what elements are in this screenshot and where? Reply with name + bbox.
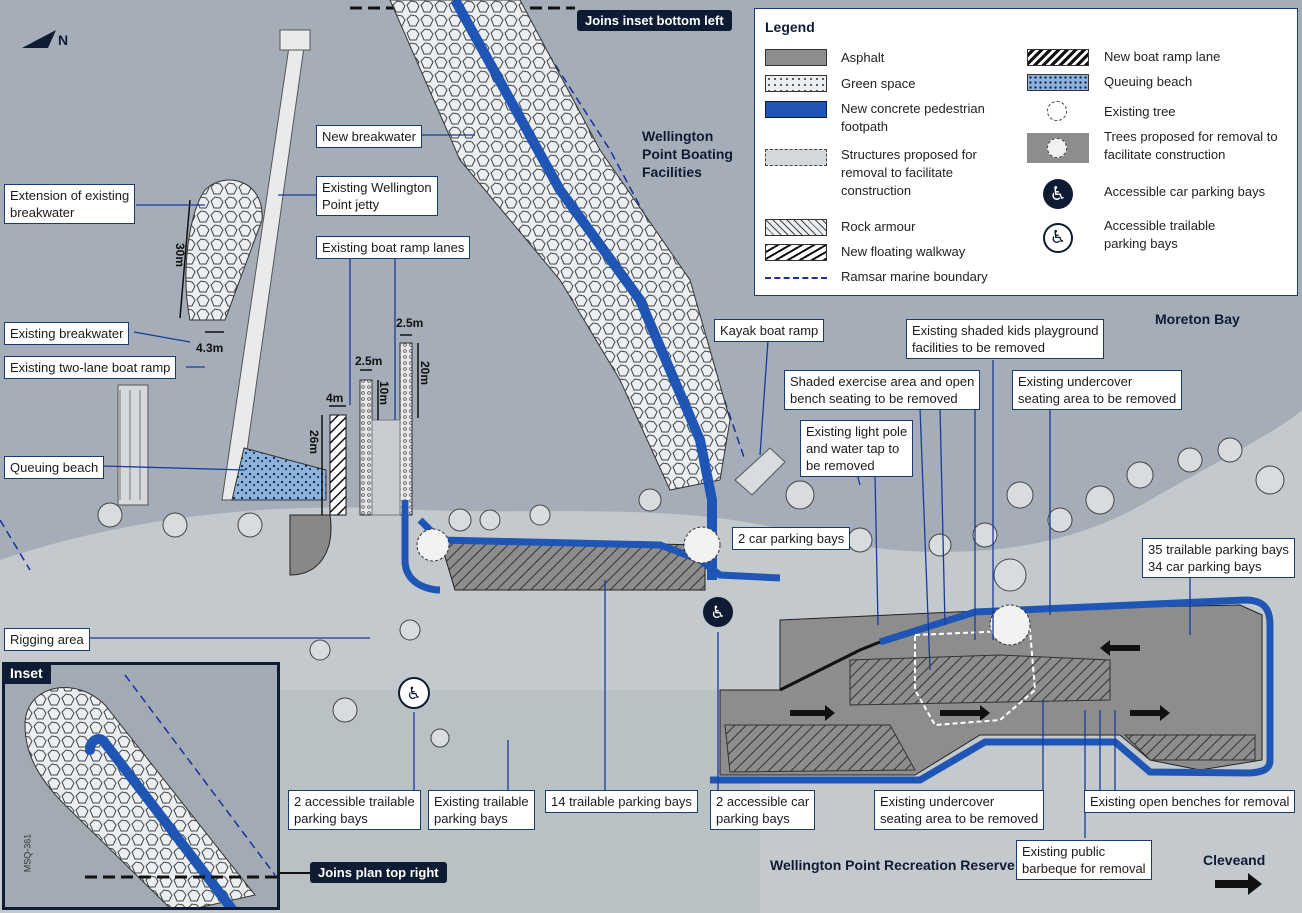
legend-swatch-green bbox=[765, 75, 827, 92]
callout-two-car-bays: 2 car parking bays bbox=[732, 527, 851, 550]
dim-4m: 4m bbox=[326, 391, 344, 405]
legend-walkway: New floating walkway bbox=[841, 244, 966, 259]
callout-kayak-ramp: Kayak boat ramp bbox=[714, 319, 825, 342]
callout-extension-breakwater: Extension of existing breakwater bbox=[4, 184, 136, 224]
boating-facilities-label: Wellington Point Boating Facilities bbox=[642, 128, 733, 180]
legend-accessible-car: Accessible car parking bays bbox=[1104, 184, 1266, 199]
legend-tree: Existing tree bbox=[1104, 104, 1176, 119]
callout-new-breakwater: New breakwater bbox=[316, 125, 422, 148]
inset-panel bbox=[2, 662, 280, 910]
callout-undercover-bottom: Existing undercover seating area to be r… bbox=[874, 790, 1045, 830]
dim-26m: 26m bbox=[307, 429, 322, 455]
callout-undercover-top: Existing undercover seating area to be r… bbox=[1012, 370, 1183, 410]
legend-accessible-trailable: Accessible trailable parking bays bbox=[1104, 218, 1216, 251]
recreation-reserve-label: Wellington Point Recreation Reserve bbox=[770, 857, 1015, 873]
inset-map bbox=[5, 665, 277, 907]
dim-2-5m-a: 2.5m bbox=[355, 354, 383, 368]
legend-ramsar: Ramsar marine boundary bbox=[841, 269, 988, 284]
legend-swatch-ramp-lane bbox=[1027, 49, 1089, 66]
callout-existing-jetty: Existing Wellington Point jetty bbox=[316, 176, 438, 216]
inset-label: Inset bbox=[2, 662, 51, 684]
legend-tree-removal-icon bbox=[1047, 138, 1067, 158]
legend-structures: Structures proposed for removal to facil… bbox=[841, 147, 977, 198]
legend-existing-tree-icon bbox=[1047, 101, 1067, 121]
joins-plan-arrow bbox=[280, 872, 310, 874]
legend-tree-removal: Trees proposed for removal to facilitate… bbox=[1104, 129, 1278, 162]
svg-text:♿: ♿ bbox=[710, 603, 725, 623]
callout-kids-playground: Existing shaded kids playground faciliti… bbox=[906, 319, 1105, 359]
legend-panel: Legend Asphalt Green space New concrete … bbox=[754, 8, 1298, 296]
joins-inset-label: Joins inset bottom left bbox=[577, 10, 732, 31]
legend-accessible-trailable-icon: ♿ bbox=[1043, 223, 1073, 253]
callout-14-trailable: 14 trailable parking bays bbox=[545, 790, 698, 813]
callout-existing-trailable: Existing trailable parking bays bbox=[428, 790, 535, 830]
svg-text:♿: ♿ bbox=[406, 684, 421, 704]
callout-barbeque: Existing public barbeque for removal bbox=[1016, 840, 1152, 880]
joins-plan-label: Joins plan top right bbox=[310, 862, 447, 883]
cleveland-label: Cleveand bbox=[1203, 852, 1266, 868]
callout-rigging-area: Rigging area bbox=[4, 628, 90, 651]
legend-accessible-car-icon: ♿ bbox=[1043, 179, 1073, 209]
legend-swatch-asphalt bbox=[765, 49, 827, 66]
legend-footpath: New concrete pedestrian footpath bbox=[841, 101, 985, 134]
dim-2-5m-b: 2.5m bbox=[396, 316, 424, 330]
callout-35-trailable: 35 trailable parking bays 34 car parking… bbox=[1142, 538, 1295, 578]
legend-swatch-ramsar bbox=[765, 277, 827, 279]
legend-rock: Rock armour bbox=[841, 219, 916, 234]
legend-swatch-footpath bbox=[765, 101, 827, 118]
inset-code: MSQ-361 bbox=[22, 833, 33, 873]
legend-queuing: Queuing beach bbox=[1104, 74, 1193, 89]
legend-swatch-structures bbox=[765, 149, 827, 166]
callout-accessible-trailable: 2 accessible trailable parking bays bbox=[288, 790, 421, 830]
legend-swatch-rock bbox=[765, 219, 827, 236]
dim-20m: 20m bbox=[418, 360, 433, 386]
north-label: N bbox=[58, 32, 69, 48]
callout-queuing-beach: Queuing beach bbox=[4, 456, 105, 479]
legend-green: Green space bbox=[841, 76, 916, 91]
dim-4-3m: 4.3m bbox=[196, 341, 224, 355]
legend-asphalt: Asphalt bbox=[841, 50, 885, 65]
callout-open-benches: Existing open benches for removal bbox=[1084, 790, 1296, 813]
legend-title: Legend bbox=[765, 19, 815, 35]
dim-10m: 10m bbox=[377, 380, 392, 406]
callout-existing-breakwater: Existing breakwater bbox=[4, 322, 130, 345]
callout-exercise-area: Shaded exercise area and open bench seat… bbox=[784, 370, 981, 410]
legend-ramp-lane: New boat ramp lane bbox=[1104, 49, 1221, 64]
callout-accessible-car: 2 accessible car parking bays bbox=[710, 790, 816, 830]
dim-30m: 30m bbox=[173, 242, 188, 268]
callout-light-pole: Existing light pole and water tap to be … bbox=[800, 420, 914, 477]
legend-swatch-queuing bbox=[1027, 74, 1089, 91]
callout-two-lane-ramp: Existing two-lane boat ramp bbox=[4, 356, 177, 379]
moreton-bay-label: Moreton Bay bbox=[1155, 311, 1240, 327]
legend-swatch-walkway bbox=[765, 244, 827, 261]
callout-existing-ramp-lanes: Existing boat ramp lanes bbox=[316, 236, 471, 259]
